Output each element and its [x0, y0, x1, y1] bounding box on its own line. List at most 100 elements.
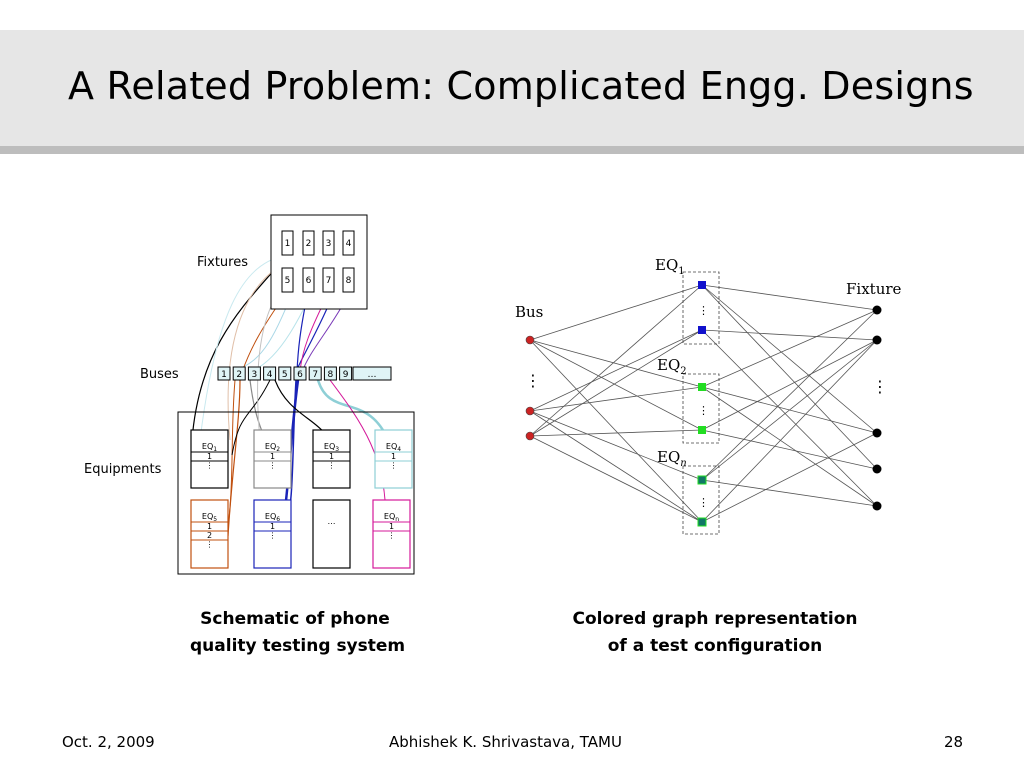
equipment-name: EQn [384, 512, 399, 523]
equipment-row-label: 1 [391, 452, 396, 461]
graph-edge [701, 284, 878, 311]
eq2-node [698, 383, 706, 391]
schematic-caption-line1: Schematic of phone [200, 609, 390, 629]
fixture-cell-label: 1 [285, 239, 291, 249]
equipment-box [372, 499, 411, 569]
graph-edge [701, 339, 878, 431]
graph-caption-line1: Colored graph representation [572, 609, 858, 629]
graph-edge [529, 284, 703, 437]
eqn-label: EQn [657, 448, 687, 469]
equipment-row-label: 1 [389, 522, 394, 531]
fixture-cell-label: 3 [326, 239, 332, 249]
graph-edge [529, 429, 703, 437]
bus-cell-label: … [368, 370, 377, 380]
bus-cell-label: 2 [236, 370, 242, 380]
equipment-row-label: ⋮ [388, 531, 396, 540]
bus-cell [217, 366, 231, 381]
footer-page: 28 [944, 733, 964, 751]
equipment-box [190, 499, 229, 569]
fixture-cell-label: 8 [346, 276, 352, 286]
fixture-label: Fixture [846, 280, 902, 298]
bus-cell-label: 5 [282, 370, 288, 380]
eq2-label: EQ2 [657, 356, 687, 377]
equipment-rack [177, 411, 415, 575]
fixture-vdots: ⋮ [872, 377, 888, 396]
graph-edge [529, 410, 703, 481]
bus-node [525, 406, 535, 416]
fixture-cell-label: 5 [285, 276, 291, 286]
equipment-box [253, 499, 292, 569]
bus-cell-label: 4 [267, 370, 273, 380]
graph-edge [529, 339, 703, 388]
bus-cell [247, 366, 261, 381]
fixture-cell-label: 6 [306, 276, 312, 286]
equipment-row-label: ⋮ [269, 461, 277, 470]
equipment-row-label: 2 [207, 531, 212, 540]
graph-edge [701, 309, 878, 388]
bus-node [525, 335, 535, 345]
fixture-cell [281, 267, 294, 293]
bus-cell [308, 366, 322, 381]
equipment-name: EQ2 [265, 442, 280, 453]
bus-cell [263, 366, 277, 381]
bus-cell [293, 366, 307, 381]
fixture-cells: 1 2 3 4 5 6 7 8 [281, 230, 355, 293]
graph-edge [529, 435, 703, 523]
eq2-node [698, 426, 706, 434]
footer-author: Abhishek K. Shrivastava, TAMU [389, 733, 622, 751]
eq-group-box [682, 271, 720, 345]
slide-title: A Related Problem: Complicated Engg. Des… [68, 64, 974, 108]
schematic-wire [231, 379, 271, 456]
bus-cell-label: 3 [252, 370, 258, 380]
equipment-box [374, 429, 413, 489]
fixture-node [872, 464, 882, 474]
graph-caption: Colored graph representation of a test c… [570, 606, 860, 660]
equipment-row-label: … [328, 517, 336, 526]
graph-edge [529, 329, 703, 412]
fixture-node [872, 501, 882, 511]
fixture-cell-label: 7 [326, 276, 332, 286]
graph-edge [529, 386, 703, 412]
bus-vdots: ⋮ [525, 371, 541, 390]
graph-edge [701, 432, 878, 523]
equipment-box [312, 499, 351, 569]
fixture-cell-label: 4 [346, 239, 352, 249]
fixture-cell [342, 267, 355, 293]
graph-edge [701, 284, 878, 434]
eq-group-box [682, 465, 720, 535]
bus-cell [352, 366, 392, 381]
eq2-vdots: ⋮ [698, 404, 709, 417]
fixture-cell-label: 2 [306, 239, 312, 249]
footer-date: Oct. 2, 2009 [62, 733, 155, 751]
bus-label: Bus [515, 303, 543, 321]
graph-edges [529, 284, 878, 523]
eqn-vdots: ⋮ [698, 496, 709, 509]
graph-edge [701, 386, 878, 507]
bus-cell [232, 366, 246, 381]
graph-caption-line2: of a test configuration [607, 636, 823, 656]
fixture-cell [322, 267, 335, 293]
bus-cell-label: 1 [221, 370, 227, 380]
bus-cell-label: 6 [297, 370, 303, 380]
title-rule [0, 146, 1024, 154]
equipment-box [253, 429, 292, 489]
eqn-node [697, 475, 707, 485]
equipment-name: EQ1 [202, 442, 217, 453]
equipment-name: EQ6 [265, 512, 280, 523]
fixtures-label: Fixtures [197, 255, 248, 270]
equipment-name: EQ5 [202, 512, 217, 523]
schematic-caption-line2: quality testing system [190, 636, 406, 656]
graph-edge [701, 309, 878, 481]
eq-group-box [682, 373, 720, 444]
eqn-node [697, 517, 707, 527]
graph-edge [529, 329, 703, 437]
eq1-label: EQ1 [655, 256, 685, 277]
equipment-row-label: ⋮ [328, 461, 336, 470]
equipment-row-label: ⋮ [269, 531, 277, 540]
graph-edge [529, 284, 703, 341]
bus-cell-label: 8 [328, 370, 334, 380]
graph-edge [529, 410, 703, 523]
